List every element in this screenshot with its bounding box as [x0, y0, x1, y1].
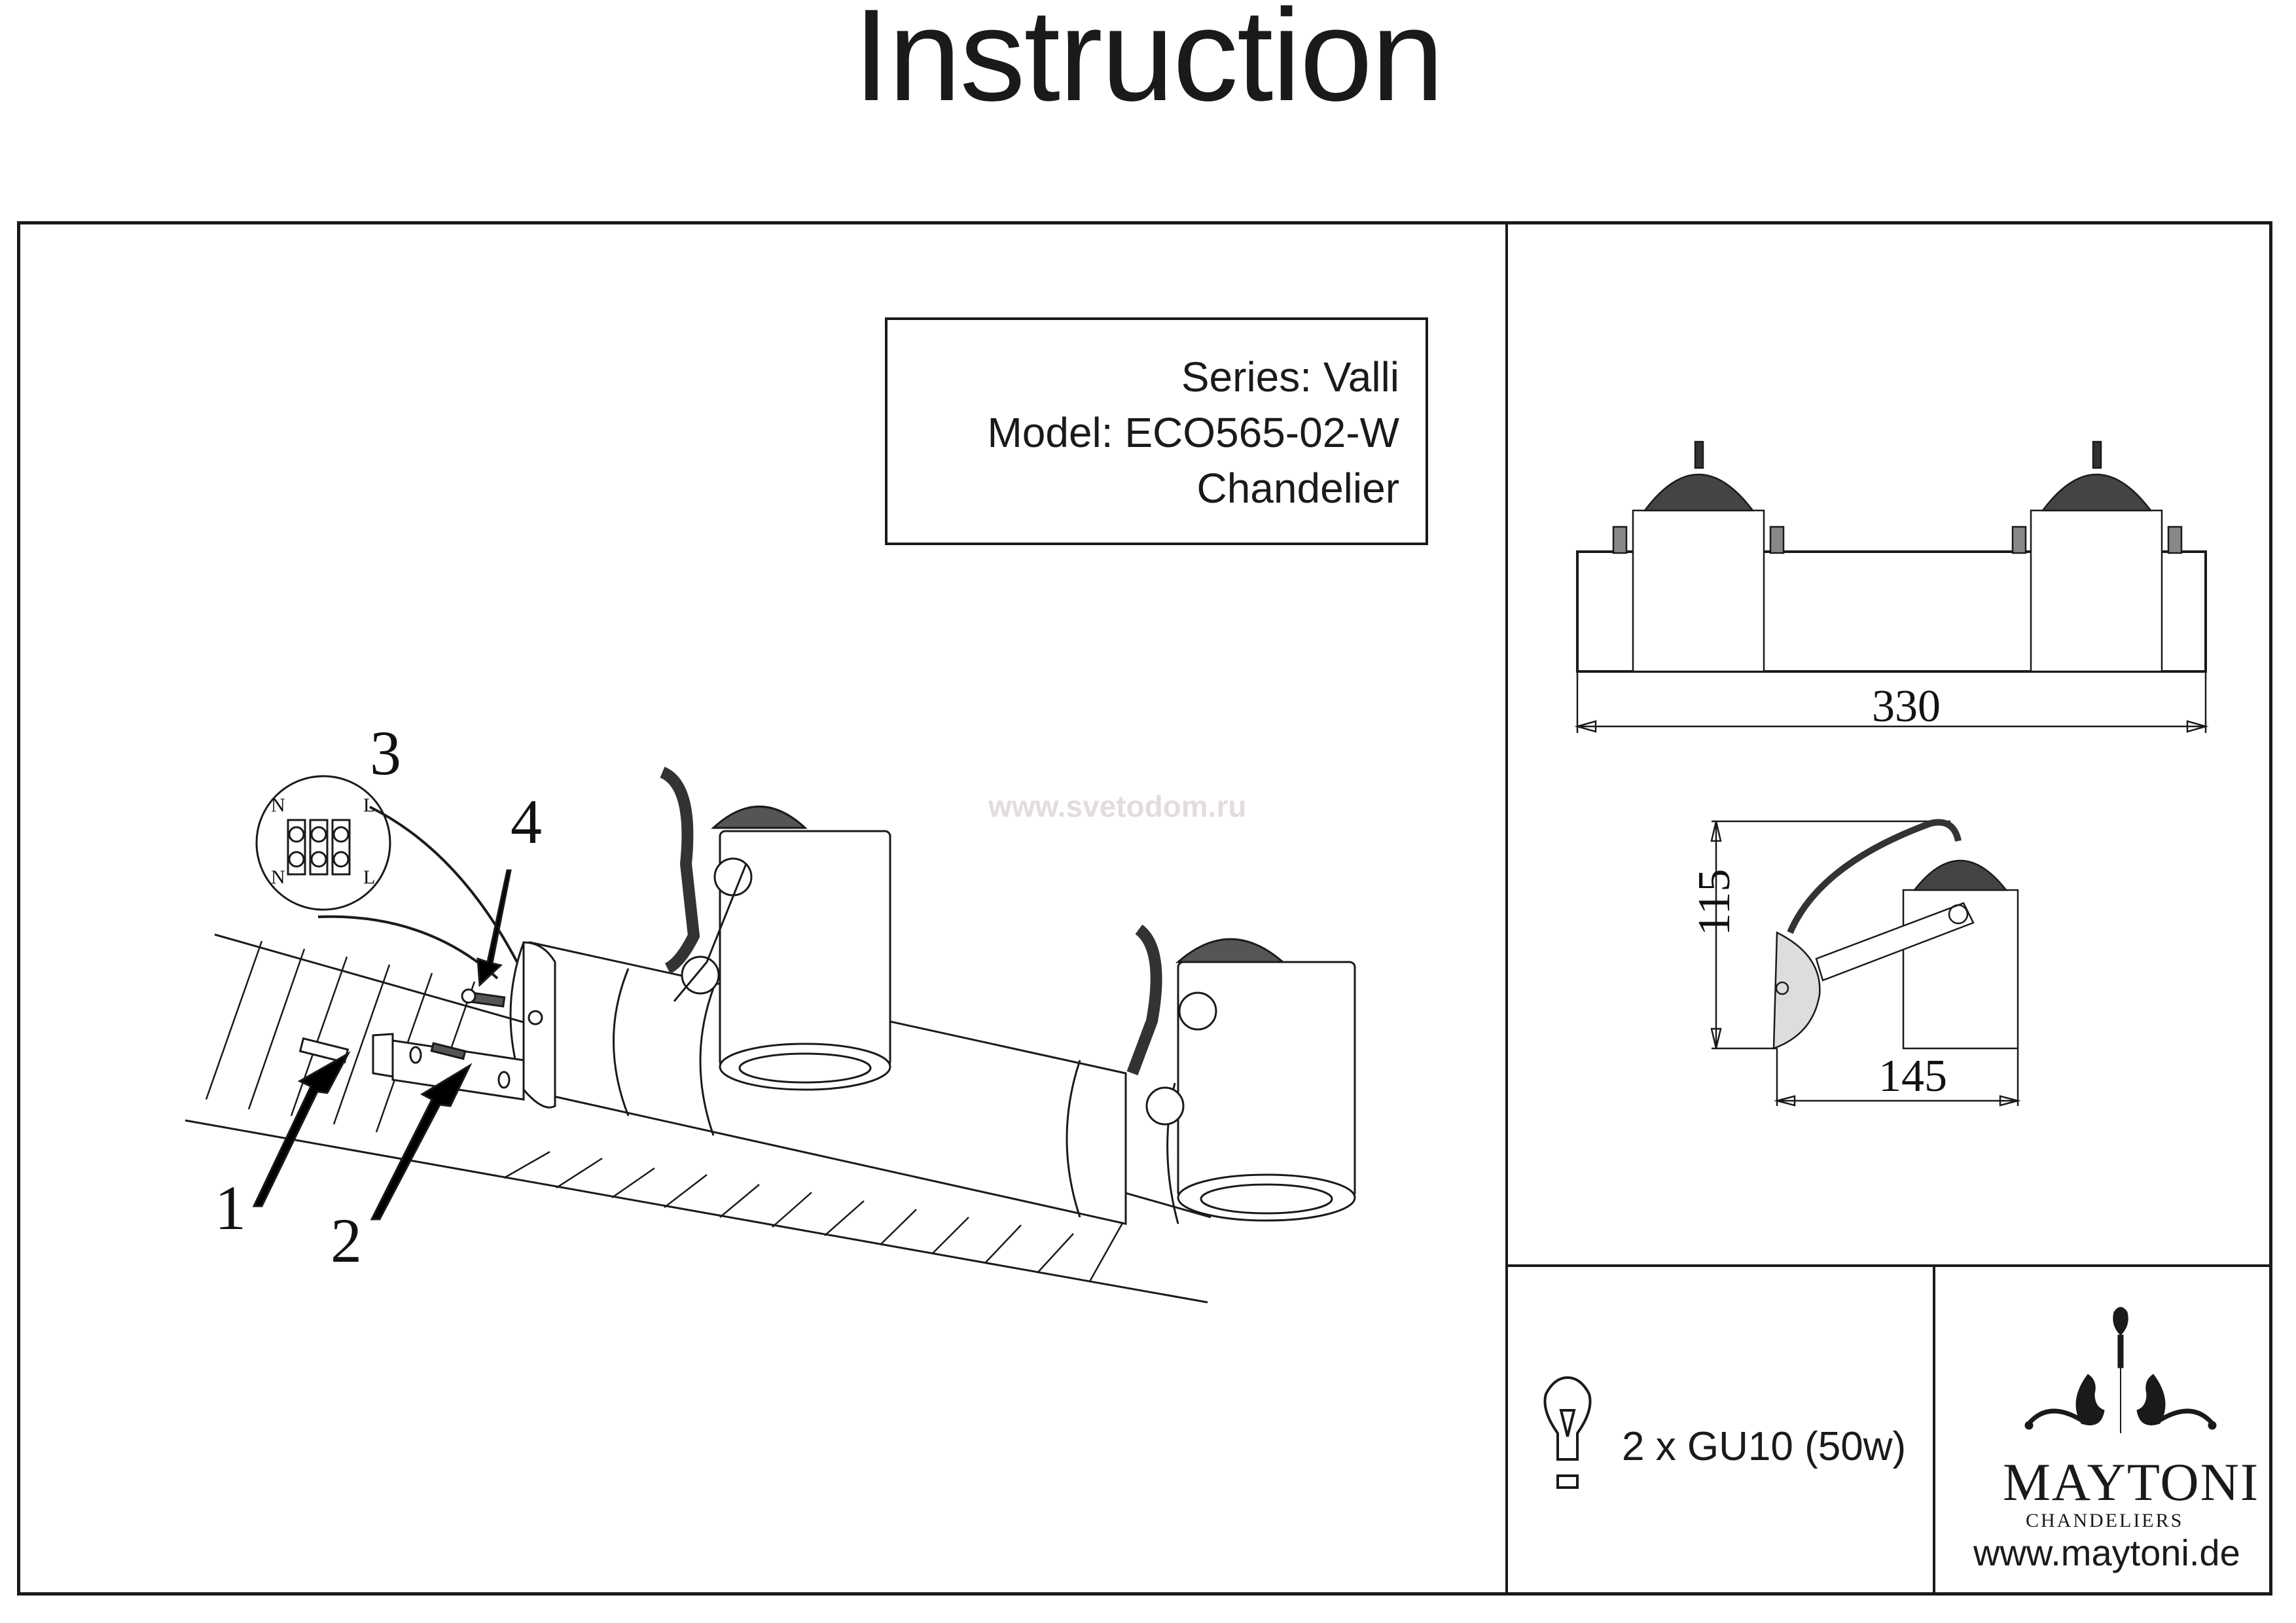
- spotlight-2: [1126, 924, 1356, 1222]
- product-type-label: Chandelier: [1196, 465, 1399, 512]
- wiring-label-n-top: N: [271, 794, 285, 816]
- brand-subtitle: CHANDELIERS: [2026, 1510, 2184, 1531]
- brand-website-link[interactable]: www.maytoni.de: [1973, 1532, 2240, 1573]
- front-view-drawing: [1574, 440, 2209, 733]
- dimension-width-label: 330: [1872, 681, 1941, 732]
- ornamental-chandelier-logo-icon: [2024, 1307, 2217, 1433]
- wiring-label-l-bottom: L: [363, 866, 375, 888]
- side-view-drawing: [1710, 819, 2021, 1107]
- step-label-2: 2: [331, 1205, 362, 1275]
- assembly-illustration: N N L L: [185, 766, 1356, 1304]
- brand-name: MAYTONI: [2003, 1452, 2260, 1512]
- dimension-height-label: 115: [1689, 868, 1740, 936]
- bracket-screw: [430, 1042, 467, 1060]
- dimension-depth-label: 145: [1878, 1051, 1947, 1101]
- series-label: Series: Valli: [1181, 353, 1399, 401]
- arrow-step-4: [476, 869, 512, 988]
- cover-screw: [461, 988, 506, 1008]
- instruction-frame: [17, 221, 2272, 1596]
- divider-bottom-vertical: [1933, 1264, 1935, 1596]
- step-label-1: 1: [215, 1173, 246, 1243]
- arrow-step-1: [252, 1051, 351, 1207]
- mounting-bracket: [372, 1033, 525, 1101]
- page-title: Instruction: [853, 0, 1444, 128]
- spotlight-1: [659, 766, 891, 1091]
- bulb-spec-label: 2 x GU10 (50w): [1622, 1424, 1907, 1469]
- step-label-4: 4: [511, 787, 542, 857]
- divider-main-vertical: [1505, 221, 1508, 1596]
- light-bulb-icon: [1543, 1376, 1592, 1489]
- step-label-3: 3: [370, 718, 401, 788]
- divider-right-horizontal: [1505, 1264, 2272, 1267]
- arrow-step-2: [370, 1063, 473, 1221]
- wiring-detail-circle: [255, 775, 518, 980]
- watermark-text: www.svetodom.ru: [988, 789, 1247, 823]
- model-label: Model: ECO565-02-W: [987, 409, 1399, 456]
- product-info-box: Series: Valli Model: ECO565-02-W Chandel…: [885, 317, 1428, 545]
- wiring-label-l-top: L: [363, 794, 375, 816]
- wiring-label-n-bottom: N: [271, 866, 285, 888]
